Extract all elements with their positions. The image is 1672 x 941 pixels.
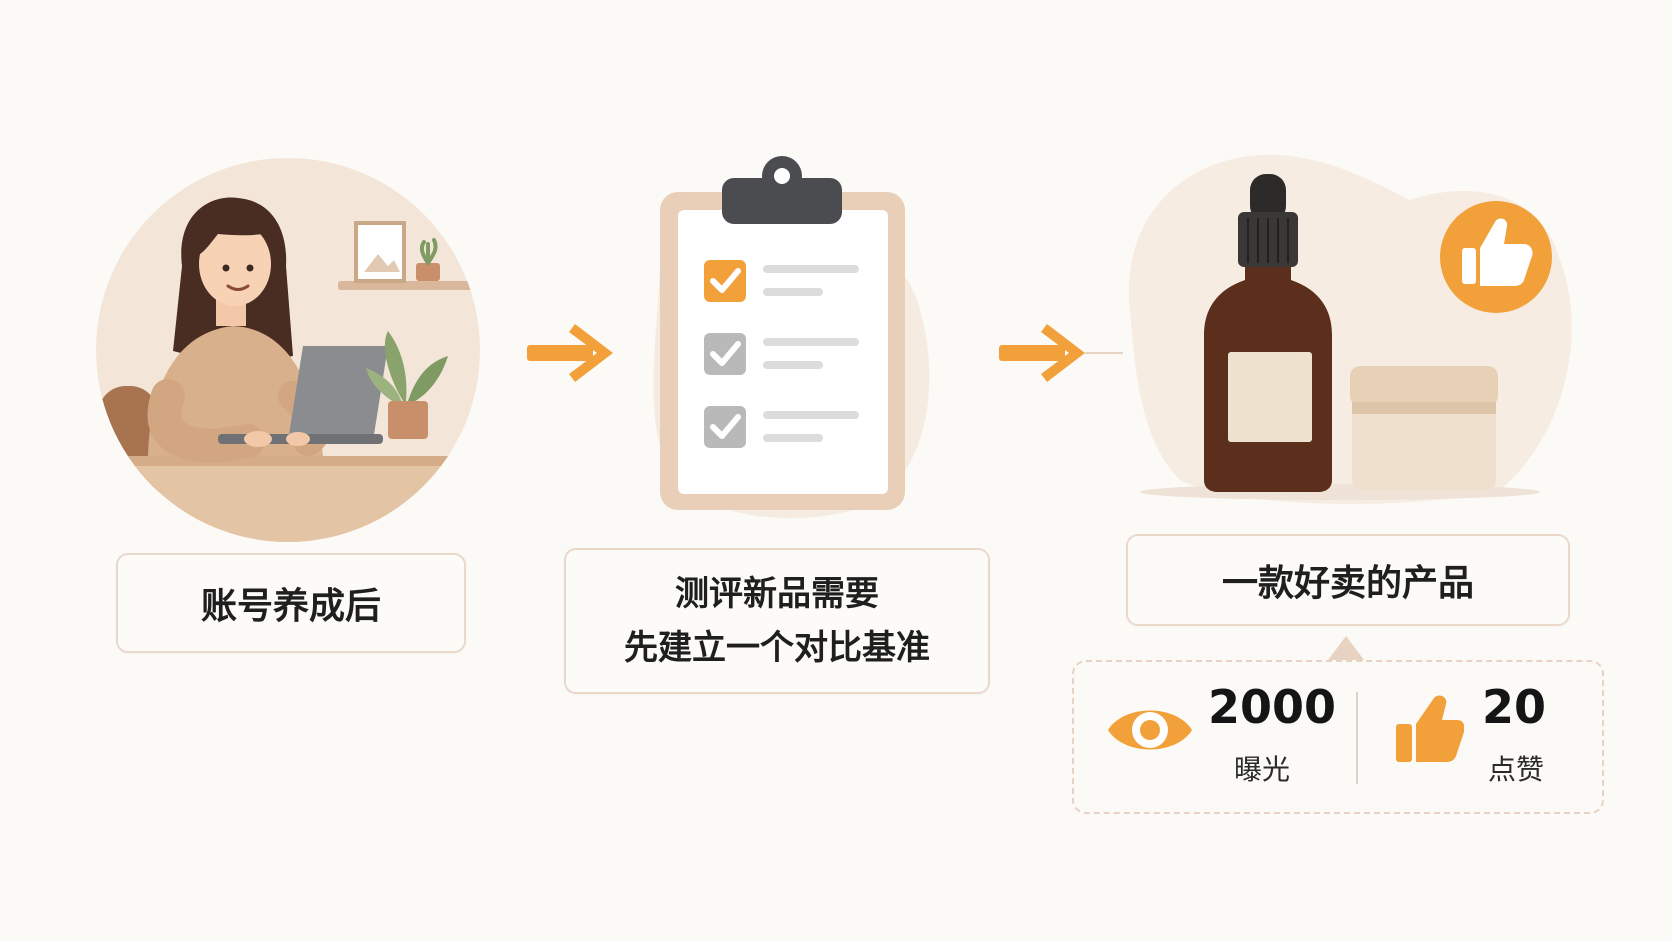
stats-panel: 2000 曝光 20 点赞 bbox=[1072, 660, 1604, 814]
stats-divider bbox=[1356, 692, 1358, 784]
step-2-label-line1: 测评新品需要 bbox=[675, 574, 879, 614]
connector-triangle bbox=[1328, 636, 1364, 660]
woman-laptop-illustration bbox=[96, 158, 480, 542]
likes-label: 点赞 bbox=[1488, 753, 1545, 786]
views-label: 曝光 bbox=[1234, 753, 1291, 786]
likes-value: 20 bbox=[1482, 680, 1547, 734]
step-3-label-box: 一款好卖的产品 bbox=[1126, 534, 1570, 626]
arrow-right-icon bbox=[527, 324, 613, 382]
product-bottles-illustration bbox=[1128, 154, 1572, 504]
step-3-label: 一款好卖的产品 bbox=[1221, 563, 1474, 604]
views-value: 2000 bbox=[1208, 680, 1337, 734]
arrow-right-icon bbox=[999, 324, 1123, 382]
step-2-label-line2: 先建立一个对比基准 bbox=[624, 628, 930, 668]
eye-icon bbox=[1108, 710, 1192, 750]
step-2-label-box: 测评新品需要 先建立一个对比基准 bbox=[564, 548, 990, 694]
step-1-label-box: 账号养成后 bbox=[116, 553, 466, 653]
step-1-label: 账号养成后 bbox=[200, 586, 381, 627]
thumbs-up-icon bbox=[1396, 695, 1464, 762]
clipboard-checklist-icon bbox=[653, 156, 930, 519]
